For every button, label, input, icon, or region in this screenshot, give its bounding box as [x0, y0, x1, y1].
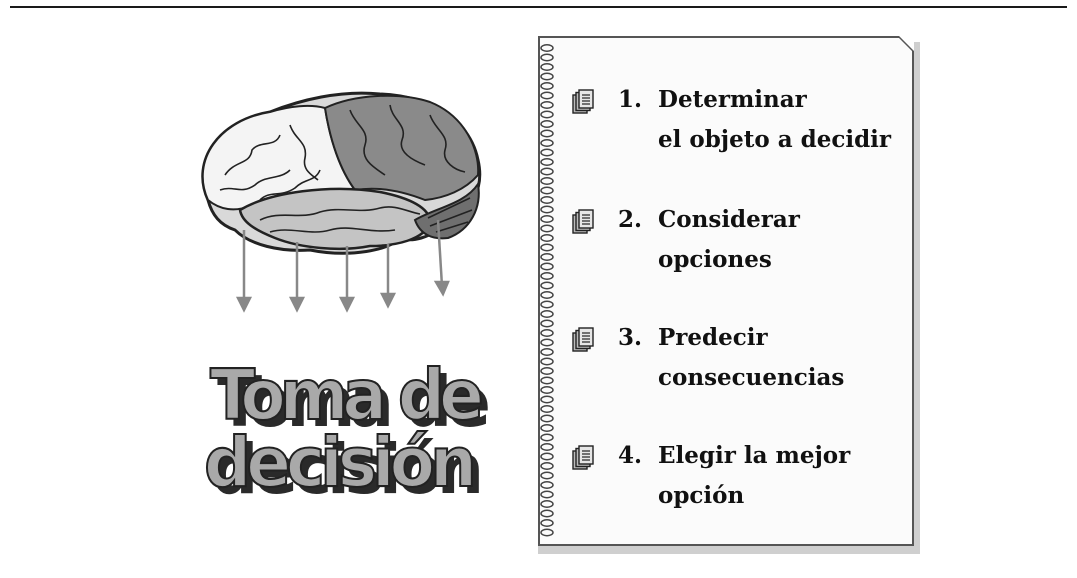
- document-stack-icon: [572, 89, 594, 115]
- spiral-coil: [540, 509, 554, 518]
- spiral-coil: [540, 462, 554, 470]
- spiral-coil: [540, 528, 554, 537]
- spiral-coil: [540, 224, 554, 233]
- step-title: Predecir: [658, 324, 768, 351]
- step-number: 2.: [618, 206, 643, 233]
- spiral-coil: [540, 424, 554, 432]
- spiral-coil: [540, 367, 554, 375]
- step-title: Considerar: [658, 206, 800, 233]
- spiral-coil: [540, 500, 554, 508]
- list-item: 1. Determinar el objeto a decidir: [570, 86, 900, 166]
- document-stack-icon: [572, 327, 594, 353]
- spiral-coil: [540, 433, 554, 442]
- step-title: Determinar: [658, 86, 807, 113]
- spiral-coil: [540, 253, 554, 261]
- spiral-coil: [540, 72, 554, 81]
- spiral-coil: [540, 63, 554, 71]
- step-subtitle: opciones: [658, 246, 772, 273]
- spiral-coil: [540, 262, 554, 271]
- spiral-coil: [540, 186, 554, 195]
- list-item: 3. Predecir consecuencias: [570, 324, 900, 404]
- list-item: 2. Considerar opciones: [570, 206, 900, 286]
- spiral-coil: [540, 471, 554, 480]
- spiral-coil: [540, 291, 554, 299]
- spiral-coil: [540, 205, 554, 214]
- step-title: Elegir la mejor: [658, 442, 851, 469]
- document-stack-icon: [572, 209, 594, 235]
- title-line2-shadow: decisión: [211, 430, 479, 505]
- spiral-coil: [540, 101, 554, 109]
- spiral-coil: [540, 357, 554, 366]
- spiral-coil: [540, 215, 554, 223]
- spiral-coil: [540, 167, 554, 176]
- list-item: 4. Elegir la mejor opción: [570, 442, 900, 522]
- spiral-coil: [540, 395, 554, 404]
- spiral-coil: [540, 452, 554, 461]
- corner-fold: [897, 35, 915, 53]
- spiral-coil: [540, 110, 554, 119]
- spiral-coil: [540, 319, 554, 328]
- spiral-coil: [540, 158, 554, 166]
- top-rule: [10, 6, 1067, 8]
- document-stack-icon: [572, 445, 594, 471]
- title-line2: decisión: [204, 423, 472, 503]
- spiral-coil: [540, 490, 554, 499]
- step-number: 3.: [618, 324, 643, 351]
- spiral-binding-icon: [538, 44, 556, 540]
- spiral-coil: [540, 272, 554, 280]
- spiral-coil: [540, 177, 554, 185]
- step-subtitle: opción: [658, 482, 745, 509]
- spiral-coil: [540, 386, 554, 394]
- brain-icon: [201, 91, 482, 313]
- spiral-coil: [540, 405, 554, 413]
- arrow-down-icon: [235, 219, 450, 313]
- spiral-coil: [540, 348, 554, 356]
- spiral-coil: [540, 281, 554, 290]
- spiral-coil: [540, 338, 554, 347]
- spiral-coil: [540, 310, 554, 318]
- spiral-coil: [540, 519, 554, 527]
- title-line1: Toma de: [210, 354, 481, 435]
- spiral-coil: [540, 53, 554, 62]
- spiral-coil: [540, 234, 554, 242]
- brain-illustration: [180, 80, 500, 320]
- spiral-coil: [540, 139, 554, 147]
- spiral-coil: [540, 196, 554, 204]
- spiral-coil: [540, 481, 554, 489]
- spiral-coil: [540, 300, 554, 309]
- step-number: 1.: [618, 86, 643, 113]
- title-line1-shadow: Toma de: [217, 361, 488, 442]
- spiral-coil: [540, 414, 554, 423]
- spiral-coil: [540, 243, 554, 252]
- step-subtitle: consecuencias: [658, 364, 845, 391]
- spiral-coil: [540, 148, 554, 157]
- title-wordart: Toma de Toma de decisión decisión: [180, 335, 500, 505]
- notebook-panel: 1. Determinar el objeto a decidir 2. Con…: [538, 35, 915, 546]
- step-subtitle: el objeto a decidir: [658, 126, 892, 153]
- spiral-coil: [540, 376, 554, 385]
- spiral-coil: [540, 44, 554, 52]
- spiral-coil: [540, 120, 554, 128]
- spiral-coil: [540, 329, 554, 337]
- step-number: 4.: [618, 442, 643, 469]
- spiral-coil: [540, 443, 554, 451]
- spiral-coil: [540, 129, 554, 138]
- spiral-coil: [540, 82, 554, 90]
- spiral-coil: [540, 91, 554, 100]
